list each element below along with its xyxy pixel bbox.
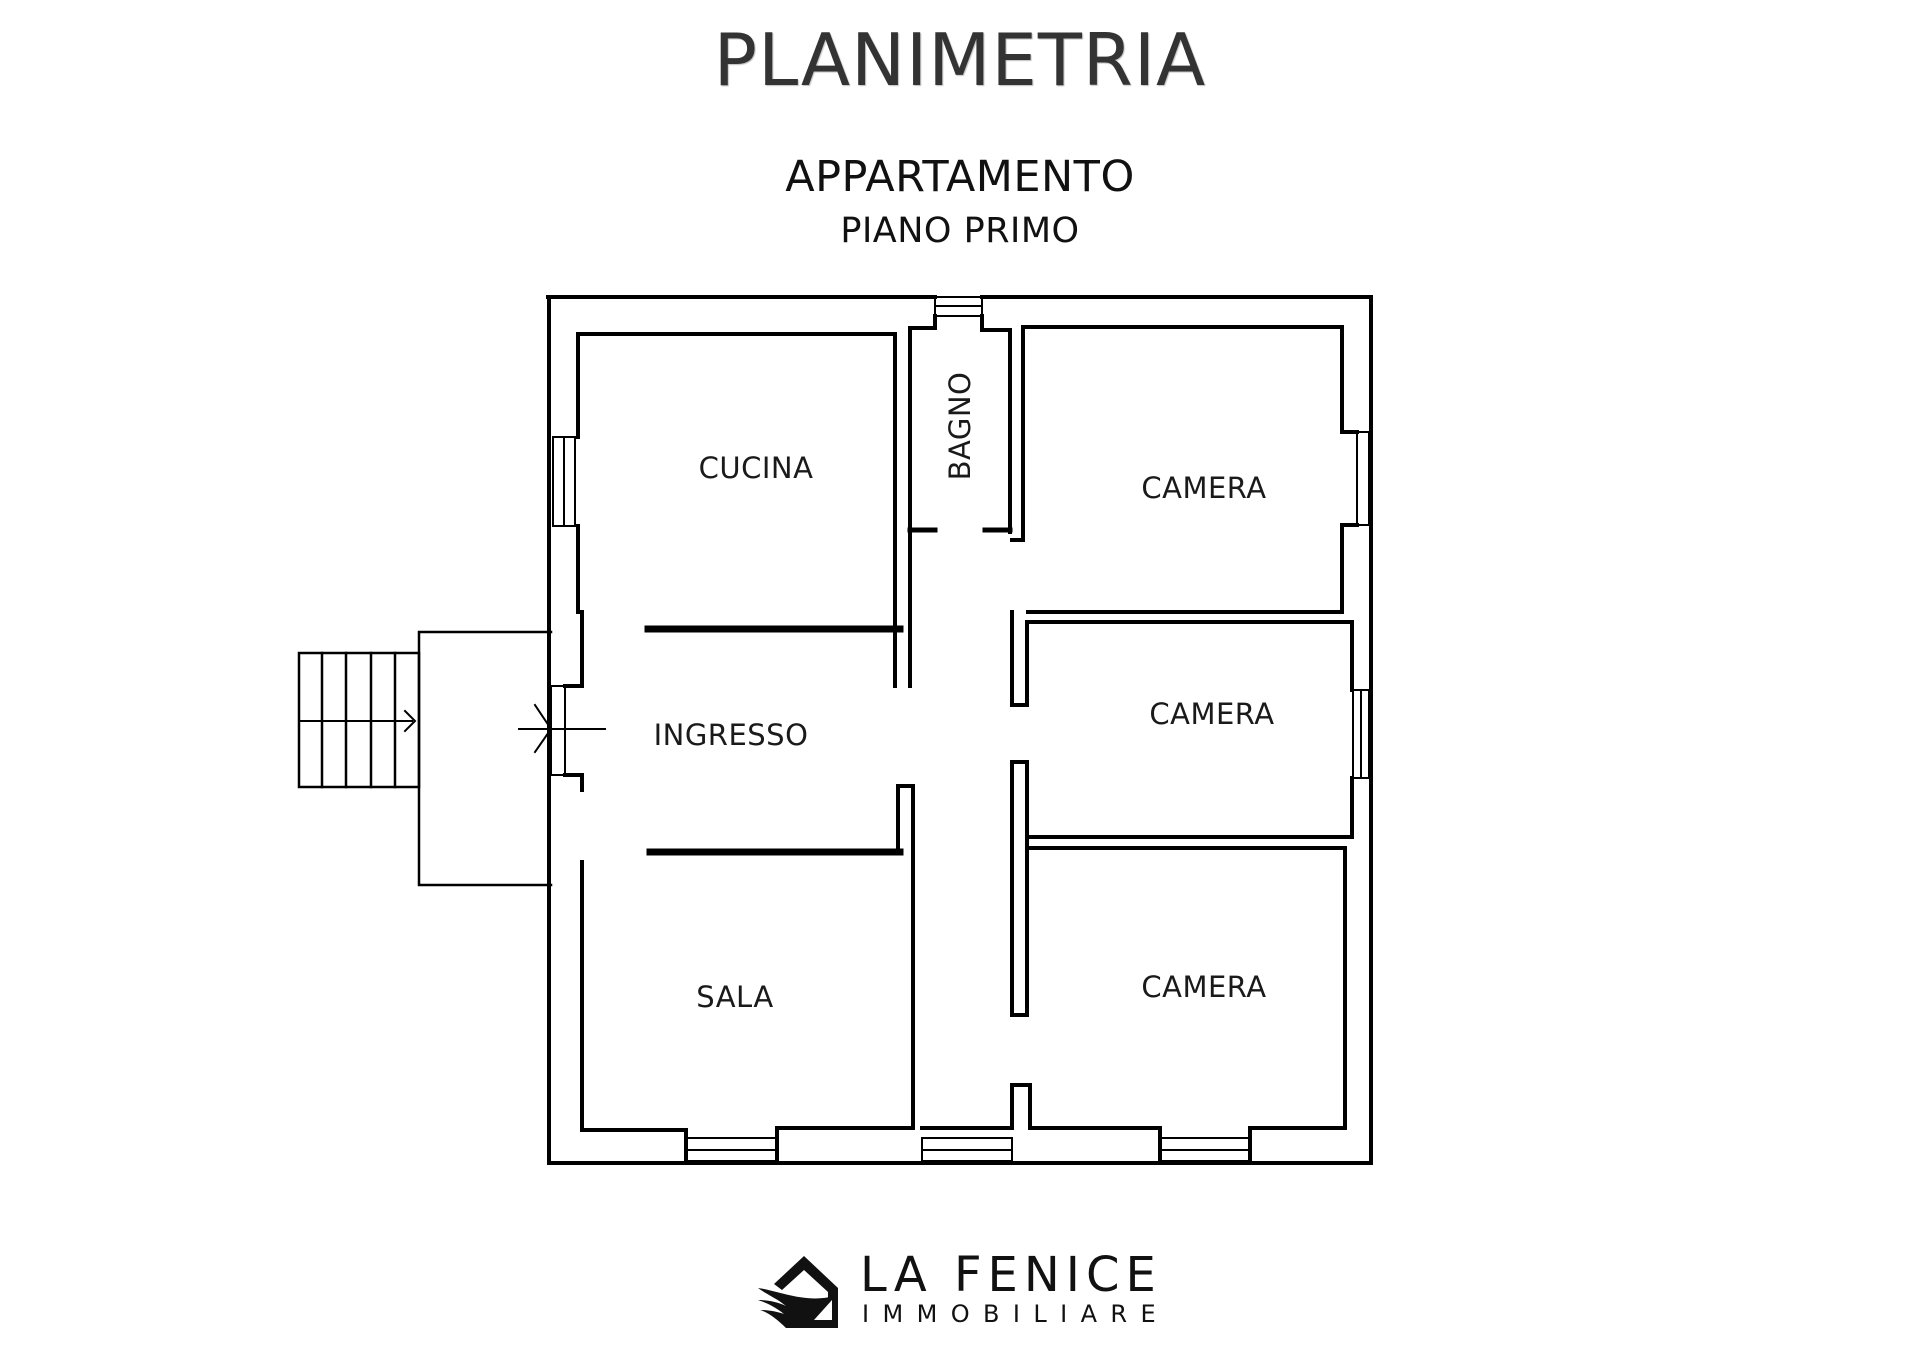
room-label-ingresso: INGRESSO	[654, 718, 809, 752]
room-labels: CUCINA BAGNO CAMERA INGRESSO CAMERA SALA…	[654, 372, 1275, 1014]
floor-level: PIANO PRIMO	[840, 211, 1080, 251]
entry-door-icon[interactable]	[518, 685, 606, 776]
brand-tagline: IMMOBILIARE	[862, 1300, 1170, 1328]
window-icons	[552, 296, 1370, 1162]
room-label-camera-2: CAMERA	[1149, 697, 1274, 731]
entrance-landing	[417, 630, 553, 887]
page-title: PLANIMETRIA	[713, 18, 1207, 102]
outer-walls	[546, 295, 1373, 1165]
house-wing-logo-icon	[758, 1256, 838, 1328]
staircase-icon	[297, 651, 421, 789]
room-label-camera-1: CAMERA	[1141, 471, 1266, 505]
brand-logo: LA FENICE IMMOBILIARE	[752, 1250, 1172, 1332]
room-label-bagno: BAGNO	[943, 372, 977, 481]
room-label-cucina: CUCINA	[699, 451, 814, 485]
room-label-sala: SALA	[696, 980, 773, 1014]
room-label-camera-3: CAMERA	[1141, 970, 1266, 1004]
property-type: APPARTAMENTO	[785, 152, 1135, 202]
brand-name: LA FENICE	[860, 1247, 1162, 1303]
